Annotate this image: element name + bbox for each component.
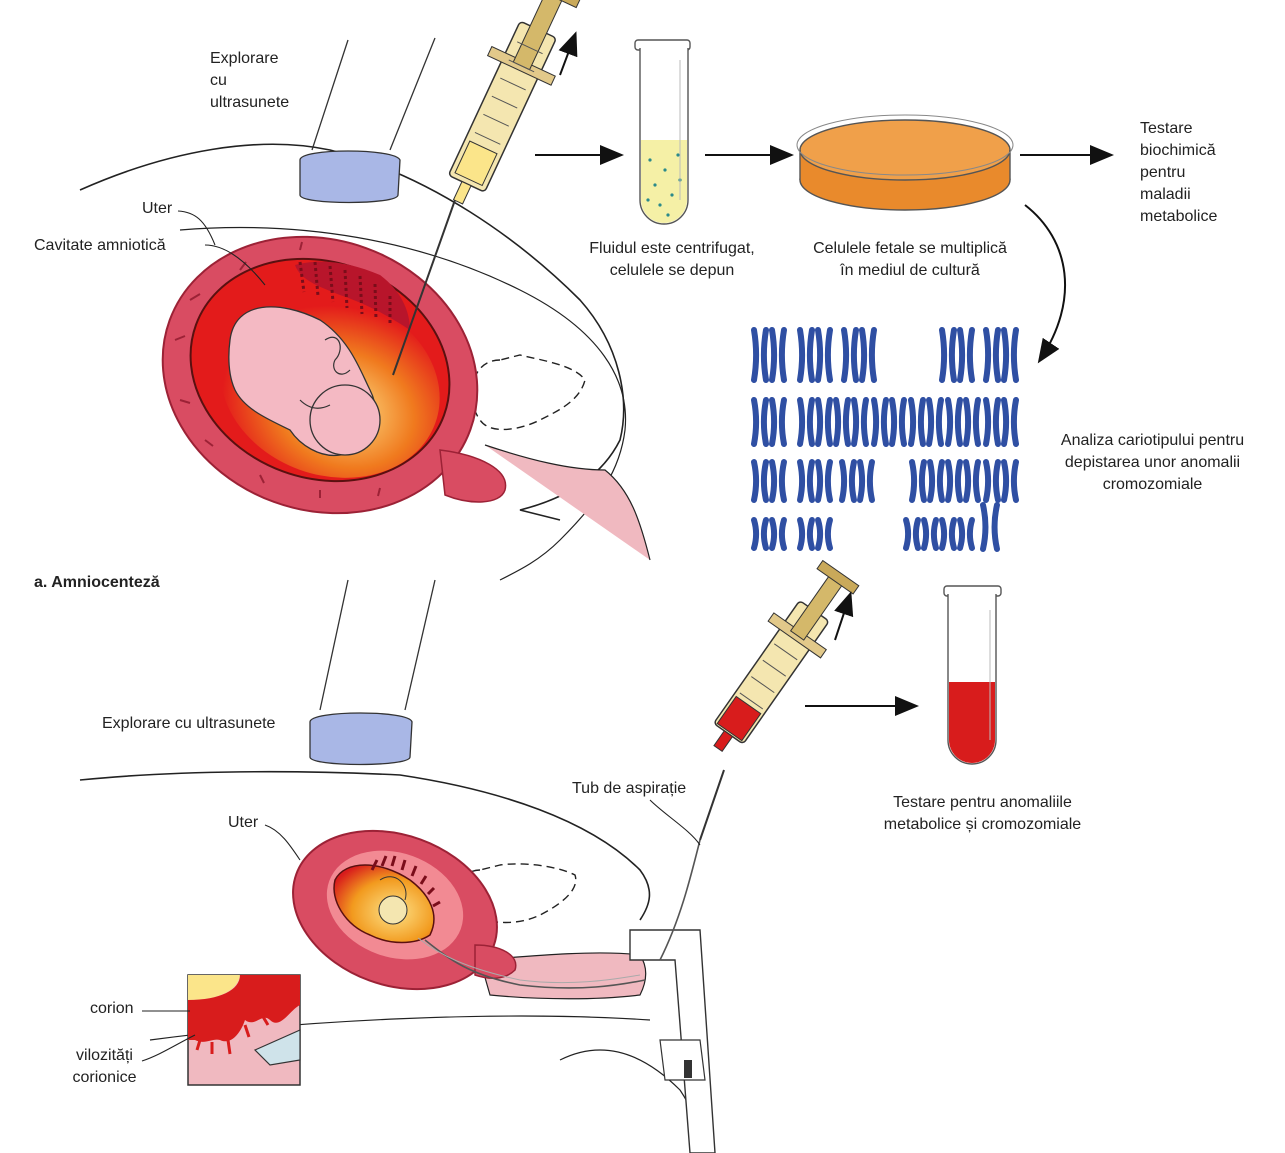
chromosome bbox=[800, 520, 812, 548]
chromosome bbox=[818, 400, 830, 444]
cvs-villi-inset bbox=[188, 975, 300, 1085]
amnio-test-tube bbox=[635, 40, 690, 224]
chromosome bbox=[754, 462, 766, 500]
culture-label: Celulele fetale se multiplică în mediul … bbox=[795, 238, 1025, 282]
chromosome bbox=[929, 400, 941, 444]
chromosome bbox=[772, 462, 784, 500]
cvs-test-line-2: metabolice și cromozomiale bbox=[860, 814, 1105, 836]
karyotype-chromosomes bbox=[754, 330, 1016, 549]
chromosome bbox=[960, 330, 972, 380]
centrifuge-label: Fluidul este centrifugat, celulele se de… bbox=[572, 238, 772, 282]
chromosome bbox=[948, 462, 960, 500]
cvs-tube-label: Tub de aspirație bbox=[572, 778, 686, 800]
karyotype-line-1: Analiza cariotipului pentru bbox=[1035, 430, 1270, 452]
cvs-test-line-1: Testare pentru anomaliile bbox=[860, 792, 1105, 814]
chromosome bbox=[800, 330, 812, 380]
chromosome bbox=[986, 462, 998, 500]
chromosome bbox=[892, 400, 904, 444]
chromosome bbox=[942, 520, 954, 548]
chromosome bbox=[948, 400, 960, 444]
chromosome bbox=[772, 520, 784, 548]
amnio-ultrasound-line-1: Explorare bbox=[210, 48, 289, 70]
villi-line-1: vilozități bbox=[62, 1045, 147, 1067]
chromosome bbox=[842, 462, 854, 500]
amnio-cavity-label: Cavitate amniotică bbox=[34, 235, 166, 257]
chromosome bbox=[818, 462, 830, 500]
chromosome bbox=[818, 330, 830, 380]
chromosome bbox=[1004, 400, 1016, 444]
cvs-syringe bbox=[660, 555, 867, 960]
centrifuge-line-2: celulele se depun bbox=[572, 260, 772, 282]
karyotype-line-3: cromozomiale bbox=[1035, 474, 1270, 496]
chromosome bbox=[986, 330, 998, 380]
chromosome bbox=[930, 462, 942, 500]
karyotype-line-2: depistarea unor anomalii bbox=[1035, 452, 1270, 474]
cvs-uterus-label: Uter bbox=[228, 812, 258, 834]
culture-line-1: Celulele fetale se multiplică bbox=[795, 238, 1025, 260]
chromosome bbox=[960, 520, 972, 548]
chromosome bbox=[860, 462, 872, 500]
chromosome bbox=[924, 520, 936, 548]
chromosome bbox=[854, 400, 866, 444]
chromosome bbox=[1004, 330, 1016, 380]
chromosome bbox=[942, 330, 954, 380]
chromosome bbox=[986, 400, 998, 444]
amnio-ultrasound-label: Explorare cu ultrasunete bbox=[210, 48, 289, 114]
biochem-line-4: maladii bbox=[1140, 184, 1217, 206]
chromosome bbox=[966, 400, 978, 444]
amnio-ultrasound-line-3: ultrasunete bbox=[210, 92, 289, 114]
cvs-ultrasound-probe bbox=[310, 580, 435, 765]
amnio-petri-dish bbox=[797, 115, 1013, 210]
chromosome bbox=[862, 330, 874, 380]
chromosome bbox=[1004, 462, 1016, 500]
villi-line-2: corionice bbox=[62, 1067, 147, 1089]
amnio-ultrasound-probe bbox=[300, 38, 435, 203]
chromosome bbox=[754, 520, 766, 548]
chorion-label: corion bbox=[90, 998, 134, 1020]
biochem-label: Testare biochimică pentru maladii metabo… bbox=[1140, 118, 1217, 228]
cvs-ultrasound-label: Explorare cu ultrasunete bbox=[102, 713, 275, 735]
centrifuge-line-1: Fluidul este centrifugat, bbox=[572, 238, 772, 260]
chromosome bbox=[818, 520, 830, 548]
biochem-line-1: Testare bbox=[1140, 118, 1217, 140]
cvs-test-label: Testare pentru anomaliile metabolice și … bbox=[860, 792, 1105, 836]
culture-line-2: în mediul de cultură bbox=[795, 260, 1025, 282]
amnio-ultrasound-line-2: cu bbox=[210, 70, 289, 92]
chromosome bbox=[772, 330, 784, 380]
chromosome bbox=[983, 505, 997, 549]
chromosome bbox=[874, 400, 886, 444]
chromosome bbox=[912, 462, 924, 500]
biochem-line-5: metabolice bbox=[1140, 206, 1217, 228]
biochem-line-3: pentru bbox=[1140, 162, 1217, 184]
chromosome bbox=[800, 462, 812, 500]
chromosome bbox=[754, 330, 766, 380]
chromosome bbox=[906, 520, 918, 548]
amnio-caption: a. Amniocenteză bbox=[34, 572, 160, 594]
chromosome bbox=[800, 400, 812, 444]
chromosome bbox=[844, 330, 856, 380]
chromosome bbox=[911, 400, 923, 444]
chromosome bbox=[836, 400, 848, 444]
chromosome bbox=[966, 462, 978, 500]
biochem-line-2: biochimică bbox=[1140, 140, 1217, 162]
cvs-test-tube bbox=[944, 586, 1001, 764]
chromosome bbox=[772, 400, 784, 444]
amnio-uterus-label: Uter bbox=[142, 198, 172, 220]
chromosome bbox=[754, 400, 766, 444]
villi-label: vilozități corionice bbox=[62, 1045, 147, 1089]
karyotype-label: Analiza cariotipului pentru depistarea u… bbox=[1035, 430, 1270, 496]
